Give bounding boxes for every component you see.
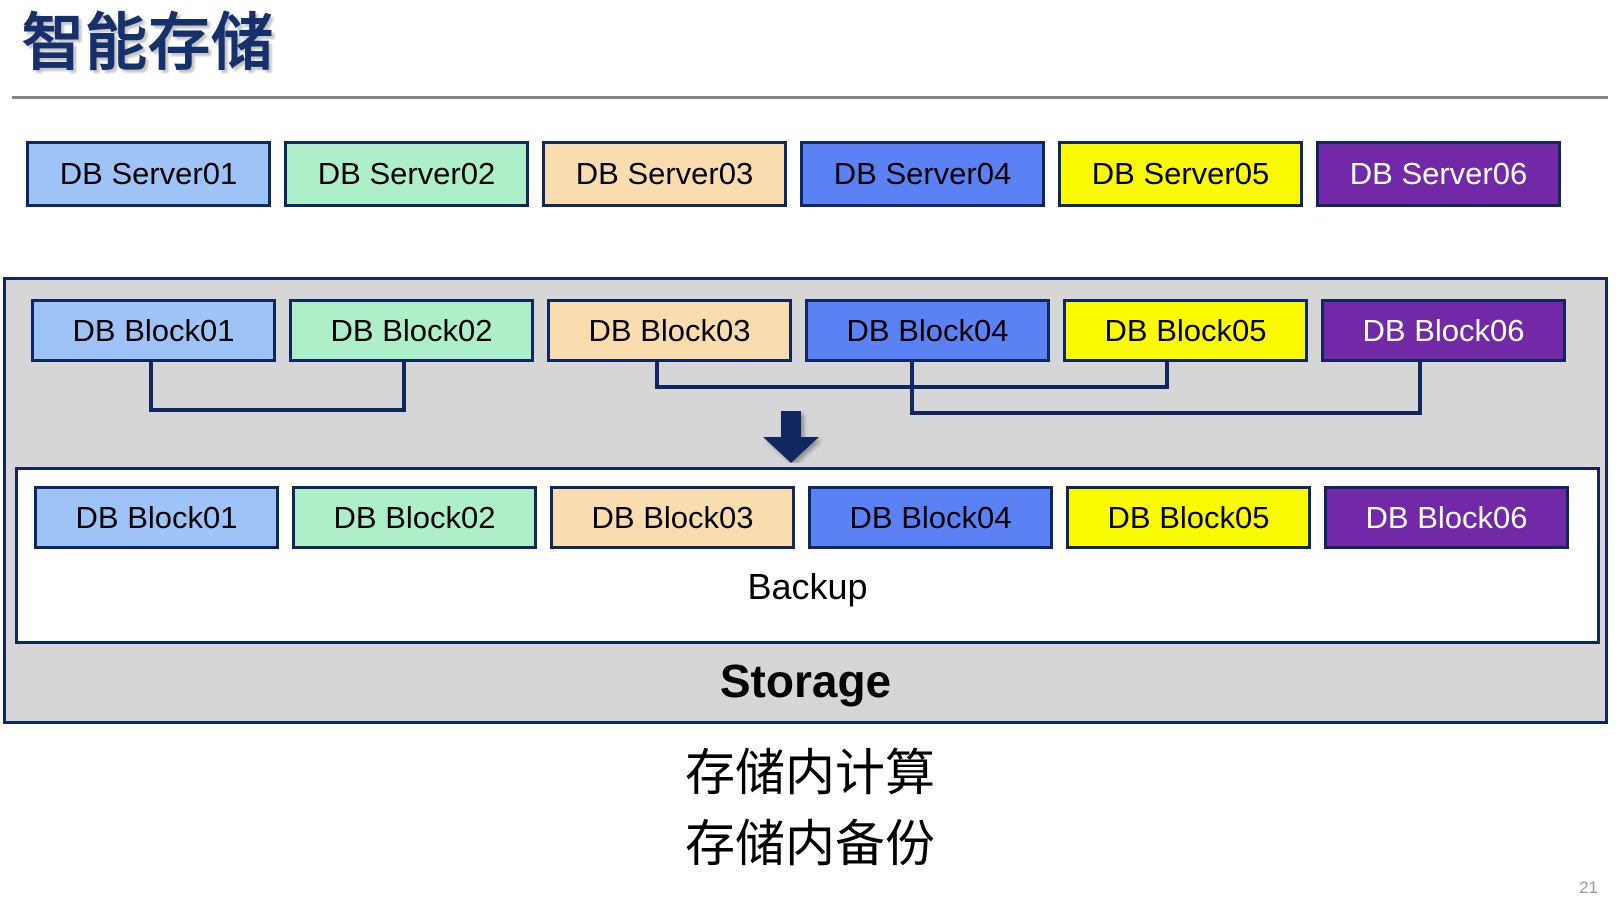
page-number: 21 — [1579, 878, 1598, 897]
db-server-box[interactable]: DB Server04 — [800, 141, 1045, 207]
db-block-box[interactable]: DB Block06 — [1321, 299, 1566, 362]
db-server-box[interactable]: DB Server02 — [284, 141, 529, 207]
db-block-box[interactable]: DB Block04 — [808, 486, 1053, 549]
caption-line-2: 存储内备份 — [685, 816, 935, 872]
db-block-box[interactable]: DB Block01 — [31, 299, 276, 362]
storage-label: Storage — [719, 655, 892, 707]
title-divider — [12, 96, 1608, 99]
db-server-box[interactable]: DB Server01 — [26, 141, 271, 207]
caption-line-1: 存储内计算 — [685, 745, 935, 801]
db-server-box[interactable]: DB Server06 — [1316, 141, 1561, 207]
db-block-box[interactable]: DB Block06 — [1324, 486, 1569, 549]
caption-block: 存储内计算 存储内备份 — [0, 738, 1620, 880]
db-block-box[interactable]: DB Block04 — [805, 299, 1050, 362]
db-server-box[interactable]: DB Server03 — [542, 141, 787, 207]
db-block-box[interactable]: DB Block03 — [547, 299, 792, 362]
db-server-box[interactable]: DB Server05 — [1058, 141, 1303, 207]
backup-block-row: DB Block01 DB Block02 DB Block03 DB Bloc… — [34, 486, 1569, 549]
backup-label: Backup — [747, 566, 868, 607]
storage-container: DB Block01 DB Block02 DB Block03 DB Bloc… — [3, 277, 1608, 724]
down-arrow-icon — [763, 411, 819, 463]
primary-block-row: DB Block01 DB Block02 DB Block03 DB Bloc… — [31, 299, 1566, 362]
db-block-box[interactable]: DB Block01 — [34, 486, 279, 549]
db-server-row: DB Server01 DB Server02 DB Server03 DB S… — [26, 141, 1561, 207]
db-block-box[interactable]: DB Block02 — [289, 299, 534, 362]
page-title: 智能存储 — [22, 9, 275, 78]
db-block-box[interactable]: DB Block05 — [1066, 486, 1311, 549]
db-block-box[interactable]: DB Block03 — [550, 486, 795, 549]
backup-panel: DB Block01 DB Block02 DB Block03 DB Bloc… — [15, 467, 1600, 644]
db-block-box[interactable]: DB Block05 — [1063, 299, 1308, 362]
db-block-box[interactable]: DB Block02 — [292, 486, 537, 549]
